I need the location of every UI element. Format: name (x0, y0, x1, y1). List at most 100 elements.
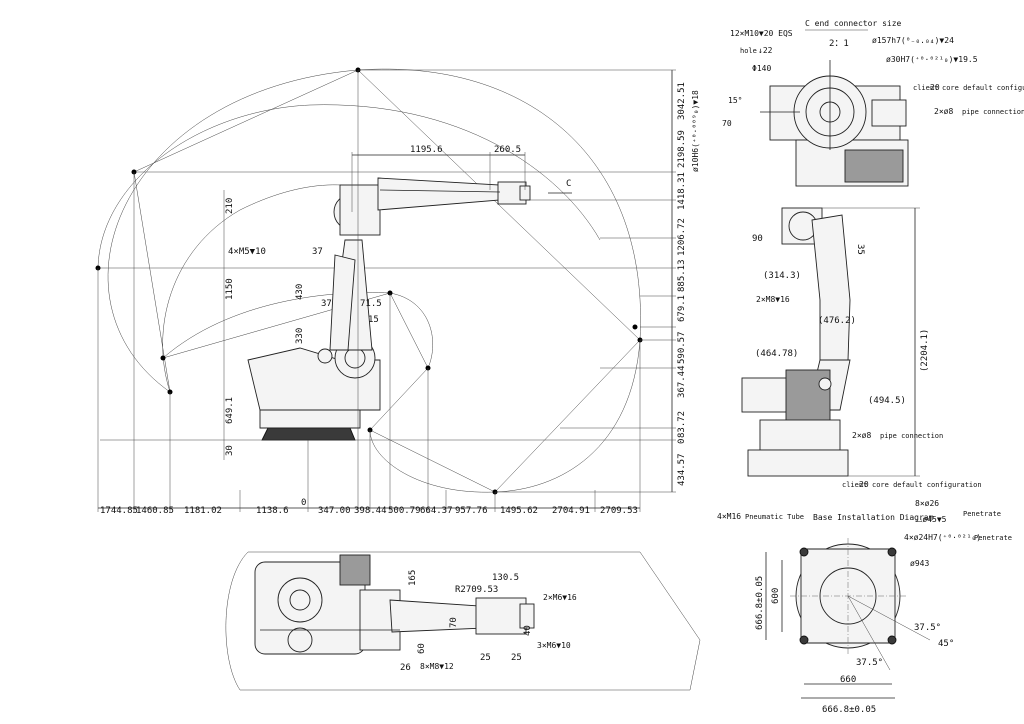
rear-client-post: core default configuration (872, 481, 982, 489)
end-view-hole-value: ↓22 (758, 46, 773, 55)
dim-v-590: 590.57 (677, 331, 687, 364)
work-envelope-outer (107, 68, 641, 493)
side-view: 1744.85 1460.85 1181.02 1138.6 0 347.00 … (95, 67, 687, 516)
dim-v-885: 885.13 (677, 259, 687, 292)
base-dim-600: 600 (771, 588, 781, 604)
base-installation-view: Base Installation Diagram 4×M16 Pneumati… (717, 499, 1012, 715)
top-40: 40 (523, 625, 533, 636)
vertical-dimensions: 3042.51 2198.59 1418.31 1206.72 885.13 6… (677, 82, 687, 486)
dim-649: 649.1 (225, 397, 235, 424)
end-view-phi30: ø30H7(⁺⁰·⁰²¹₀)▼19.5 (886, 55, 978, 64)
end-view-client-pre: client (913, 84, 938, 92)
baseline-dimensions: 1744.85 1460.85 1181.02 1138.6 0 347.00 … (100, 498, 638, 516)
base-dim-666-h: 666.8±0.05 (822, 705, 876, 715)
base-d24: 4×ø24H7(⁺⁰·⁰²¹₀) (904, 533, 981, 542)
end-view-phi157: ø157h7(⁰₋₀.₀₄)▼24 (872, 36, 954, 45)
end-view-angle: 15° (728, 96, 742, 105)
dim-v-83: 83.72 (677, 411, 687, 438)
base-m16: 4×M16 (717, 512, 741, 521)
rear-client-pre: client (842, 481, 867, 489)
construction-lines (133, 69, 641, 493)
end-view-pipe-suffix: pipe connection (962, 108, 1024, 116)
rear-dim-35: 35 (855, 244, 865, 255)
top-26: 26 (400, 663, 411, 673)
dim-1150: 1150 (225, 278, 235, 300)
end-view-phi10: ø10H6(⁺⁰·⁰⁰⁹₀)▼18 (691, 90, 700, 172)
end-view-body (760, 60, 909, 187)
top-view-envelope (225, 551, 701, 691)
rear-dim-m8: 2×M8▼16 (756, 295, 790, 304)
dim-h-500: 500.79 (388, 506, 421, 516)
end-view-client-num: 20 (930, 83, 940, 92)
rear-dim-90: 90 (752, 234, 763, 244)
end-view-m10: 12×M10▼20 EQS (730, 29, 793, 38)
dim-arm-1195: 1195.6 (410, 145, 443, 155)
dim-v-1418: 1418.31 (677, 172, 687, 210)
end-view-client-post: core default configuration (942, 84, 1024, 92)
dim-h-1181: 1181.02 (184, 506, 222, 516)
rear-dim-2204: (2204.1) (920, 329, 930, 372)
dim-h-1460: 1460.85 (136, 506, 174, 516)
top-m6a: 2×M6▼16 (543, 593, 577, 602)
base-penetrate-1: Penetrate (963, 510, 1001, 518)
dim-v-367: 367.44 (677, 365, 687, 398)
rear-dim-476: (476.2) (818, 316, 856, 326)
dim-h-1495: 1495.62 (500, 506, 538, 516)
base-8x26: 8×ø26 (915, 499, 939, 508)
end-view-ratio: 2：1 (829, 39, 849, 49)
top-130: 130.5 (492, 573, 519, 583)
dim-330: 330 (295, 328, 305, 344)
top-25a: 25 (480, 653, 491, 663)
end-view-d70: 70 (722, 119, 732, 128)
base-dim-660: 660 (840, 675, 856, 685)
dim-h-2709: 2709.53 (600, 506, 638, 516)
dim-h-398: 398.44 (354, 506, 387, 516)
dim-30: 30 (225, 445, 235, 456)
base-dim-666-v: 666.8±0.05 (755, 576, 765, 630)
rear-view: (2204.1) 90 35 (314.3) 2×M8▼16 (476.2) (… (741, 207, 982, 489)
rear-client-num: 20 (859, 480, 869, 489)
base-penetrate-2: Penetrate (974, 534, 1012, 542)
top-60: 60 (417, 643, 427, 654)
dim-h-347: 347.00 (318, 506, 351, 516)
dim-71-5: 71.5 (360, 299, 382, 309)
end-view-hole-label: hole (740, 47, 757, 55)
dim-h-0: 0 (301, 498, 306, 508)
dim-v-2198: 2198.59 (677, 130, 687, 168)
dim-430: 430 (295, 284, 305, 300)
view-c-label: C (566, 179, 571, 189)
base-angle-45: 45° (938, 639, 954, 649)
dim-v-1206: 1206.72 (677, 218, 687, 256)
rear-dim-494: (494.5) (868, 396, 906, 406)
dim-15: 15 (368, 315, 379, 325)
end-view-pipe: 2×ø8 (934, 107, 953, 116)
work-envelope-mid (97, 104, 601, 269)
top-70: 70 (449, 617, 459, 628)
top-165: 165 (408, 570, 418, 586)
dim-h-957: 957.76 (455, 506, 488, 516)
base-angle-37-5b: 37.5° (856, 658, 883, 668)
envelope-points (95, 67, 643, 495)
top-m8: 8×M8▼12 (420, 662, 454, 671)
dim-h-1138: 1138.6 (256, 506, 289, 516)
end-connector-view: C end connector size 2：1 12×M10▼20 EQS h… (691, 19, 1024, 187)
dim-v-3042: 3042.51 (677, 82, 687, 120)
rear-pipe-a: 2×ø8 (852, 431, 871, 440)
dim-37b: 37 (321, 299, 332, 309)
base-m16-suffix: Pneumatic Tube (745, 513, 804, 521)
base-d45: ⌴ø45▼5 (916, 515, 947, 524)
work-envelope-lower (162, 292, 433, 369)
dim-v-679: 679.1 (677, 295, 687, 322)
rear-dim-314: (314.3) (763, 271, 801, 281)
rear-pipe-b: pipe connection (880, 432, 943, 440)
top-25b: 25 (511, 653, 522, 663)
top-view-body (254, 554, 535, 655)
base-phi943: ø943 (910, 559, 929, 568)
dim-h-664: 664.37 (420, 506, 453, 516)
end-view-phi140: Φ140 (752, 64, 771, 73)
dim-v-434: 434.57 (677, 453, 687, 486)
dim-h-2704: 2704.91 (552, 506, 590, 516)
dim-arm-260: 260.5 (494, 145, 521, 155)
top-view: R2709.53 130.5 165 2×M6▼16 60 70 40 25 2… (225, 551, 701, 691)
